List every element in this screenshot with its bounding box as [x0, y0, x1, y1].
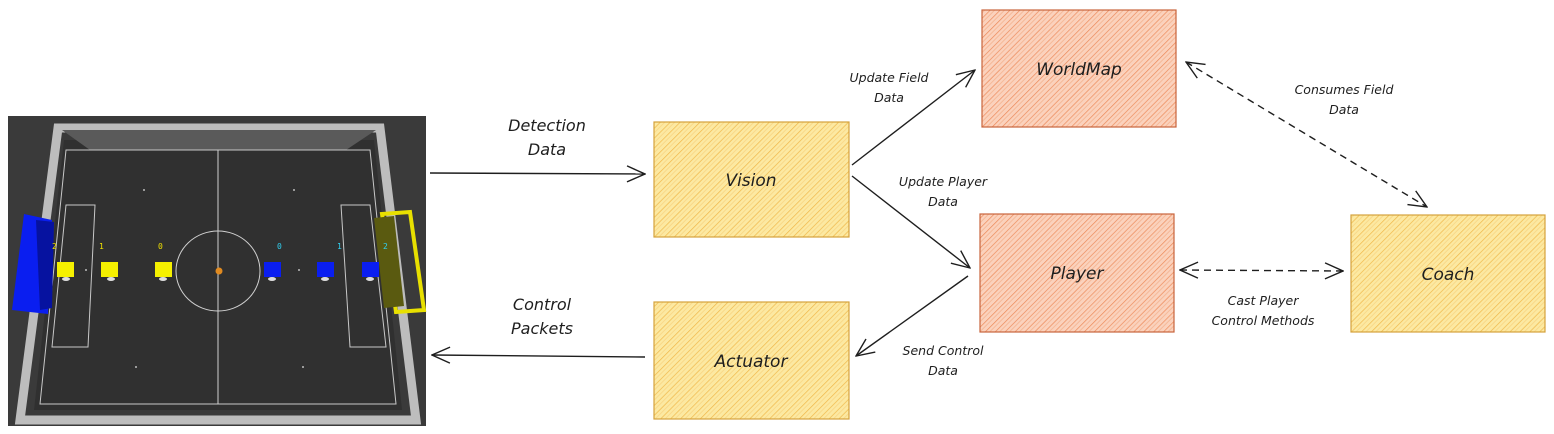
- edge-label-line: Data: [928, 363, 958, 378]
- label-consumes-field: Consumes Field Data: [1295, 82, 1394, 117]
- right-penalty-area: [340, 204, 387, 348]
- edge-label-line: Consumes Field: [1295, 82, 1394, 97]
- field-boundary: [39, 149, 397, 405]
- arrow-control-packets: [432, 355, 646, 357]
- yellow-robot: [155, 262, 172, 277]
- edge-label-line: Cast Player: [1228, 293, 1300, 308]
- edge-label-line: Data: [874, 90, 904, 105]
- ball: [215, 267, 223, 275]
- yellow-team: 2 1 0: [52, 242, 172, 281]
- edge-label-line: Update Field: [849, 70, 928, 85]
- arrow-cast-player: [1180, 270, 1343, 271]
- edge-label-line: Send Control: [903, 343, 984, 358]
- edge-label-line: Control Methods: [1212, 313, 1315, 328]
- yellow-robot-number: 0: [158, 242, 163, 251]
- label-update-field: Update Field Data: [849, 70, 928, 105]
- edge-label-line: Control: [513, 295, 572, 314]
- label-control-packets: Control Packets: [511, 295, 573, 338]
- label-cast-player: Cast Player Control Methods: [1212, 293, 1315, 328]
- center-circle: [175, 230, 261, 312]
- blue-robot-number: 0: [277, 242, 282, 251]
- node-label: Actuator: [714, 352, 789, 372]
- blue-robot-number: 1: [337, 242, 342, 251]
- arrow-update-field: [851, 70, 975, 166]
- arrow-update-player: [851, 175, 970, 268]
- yellow-robot: [101, 262, 118, 277]
- blue-robot: [362, 262, 379, 277]
- arrow-detection-data: [429, 173, 645, 174]
- node-worldmap: WorldMap: [981, 9, 1177, 128]
- label-update-player: Update Player Data: [899, 174, 988, 209]
- field-marks: [85, 189, 304, 368]
- yellow-robot-number: 2: [52, 242, 57, 251]
- yellow-robot: [57, 262, 74, 277]
- edge-label-line: Update Player: [899, 174, 988, 189]
- arrow-send-control: [856, 275, 969, 356]
- soccer-field-view: 2 1 0 0 1 2: [8, 116, 427, 426]
- blue-team: 0 1 2: [264, 242, 388, 281]
- node-label: Coach: [1422, 265, 1475, 285]
- edge-label-line: Data: [1329, 102, 1359, 117]
- node-player: Player: [979, 213, 1175, 333]
- edge-label-line: Data: [528, 140, 566, 159]
- yellow-robot-number: 1: [99, 242, 104, 251]
- node-actuator: Actuator: [653, 301, 850, 420]
- blue-robot-number: 2: [383, 242, 388, 251]
- node-label: WorldMap: [1036, 60, 1122, 80]
- node-coach: Coach: [1350, 214, 1546, 333]
- label-send-control: Send Control Data: [903, 343, 984, 378]
- edge-label-line: Packets: [511, 319, 573, 338]
- left-penalty-area: [51, 204, 96, 348]
- node-label: Player: [1051, 264, 1105, 284]
- edge-label-line: Data: [928, 194, 958, 209]
- edge-label-line: Detection: [508, 116, 586, 135]
- label-detection-data: Detection Data: [508, 116, 586, 159]
- field-wall: [14, 123, 422, 425]
- arrow-consumes-field: [1186, 62, 1427, 207]
- blue-robot: [317, 262, 334, 277]
- node-label: Vision: [725, 171, 776, 191]
- node-vision: Vision: [653, 121, 850, 238]
- field-back-wall: [62, 130, 376, 150]
- blue-robot: [264, 262, 281, 277]
